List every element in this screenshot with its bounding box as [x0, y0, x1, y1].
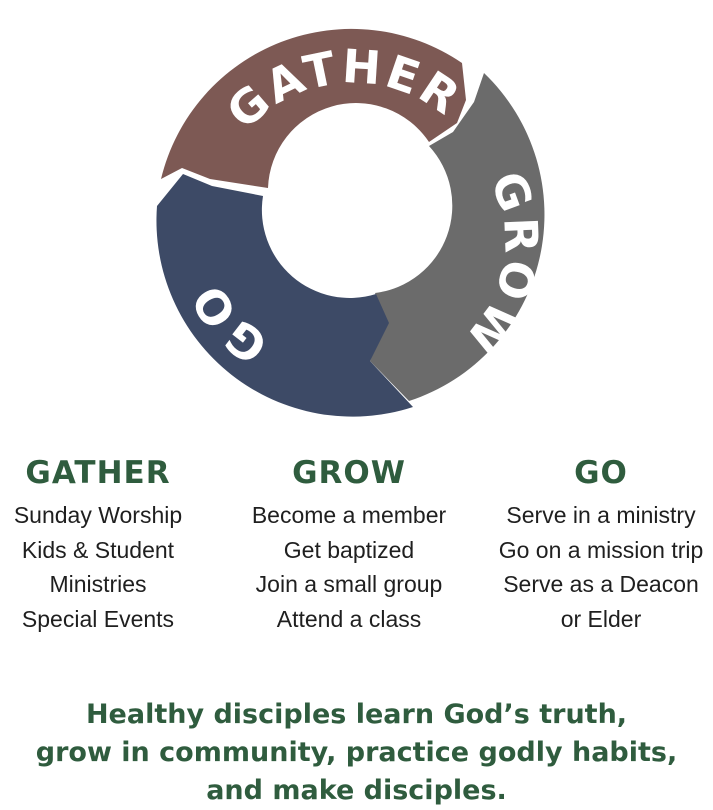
- grow-column-title: GROW: [292, 455, 406, 491]
- list-item: Serve as a Deacon: [503, 571, 699, 597]
- tagline-line: Healthy disciples learn God’s truth,: [85, 699, 628, 730]
- grow-column-list: Become a member Get baptized Join a smal…: [229, 498, 469, 636]
- gather-column: GATHER Sunday Worship Kids & Student Min…: [0, 452, 218, 636]
- list-item: Serve in a ministry: [506, 502, 696, 528]
- go-column-title: GO: [574, 455, 628, 491]
- list-item: or Elder: [560, 605, 642, 632]
- list-item: Join a small group: [255, 571, 443, 597]
- list-item: Sunday Worship: [13, 502, 183, 528]
- list-item: Attend a class: [276, 605, 422, 632]
- list-item: Become a member: [251, 502, 447, 528]
- gather-column-title: GATHER: [25, 455, 171, 491]
- gather-column-list: Sunday Worship Kids & Student Ministries…: [0, 498, 218, 636]
- list-item: Kids & Student: [21, 536, 175, 563]
- tagline-line: grow in community, practice godly habits…: [35, 737, 678, 768]
- go-column: GO Serve in a ministry Go on a mission t…: [481, 452, 713, 636]
- tagline: Healthy disciples learn God’s truth, gro…: [0, 696, 713, 810]
- list-item: Ministries: [49, 571, 147, 597]
- grow-column: GROW Become a member Get baptized Join a…: [229, 452, 469, 636]
- gather-segment: [161, 28, 466, 188]
- list-item: Get baptized: [283, 536, 415, 563]
- list-item: Go on a mission trip: [498, 536, 704, 563]
- go-column-list: Serve in a ministry Go on a mission trip…: [481, 498, 713, 636]
- list-item: Special Events: [21, 605, 175, 632]
- go-segment: [156, 174, 413, 417]
- grow-segment: [370, 73, 545, 401]
- cycle-diagram: GATHER GROW GO: [156, 28, 546, 417]
- tagline-line: and make disciples.: [206, 775, 507, 806]
